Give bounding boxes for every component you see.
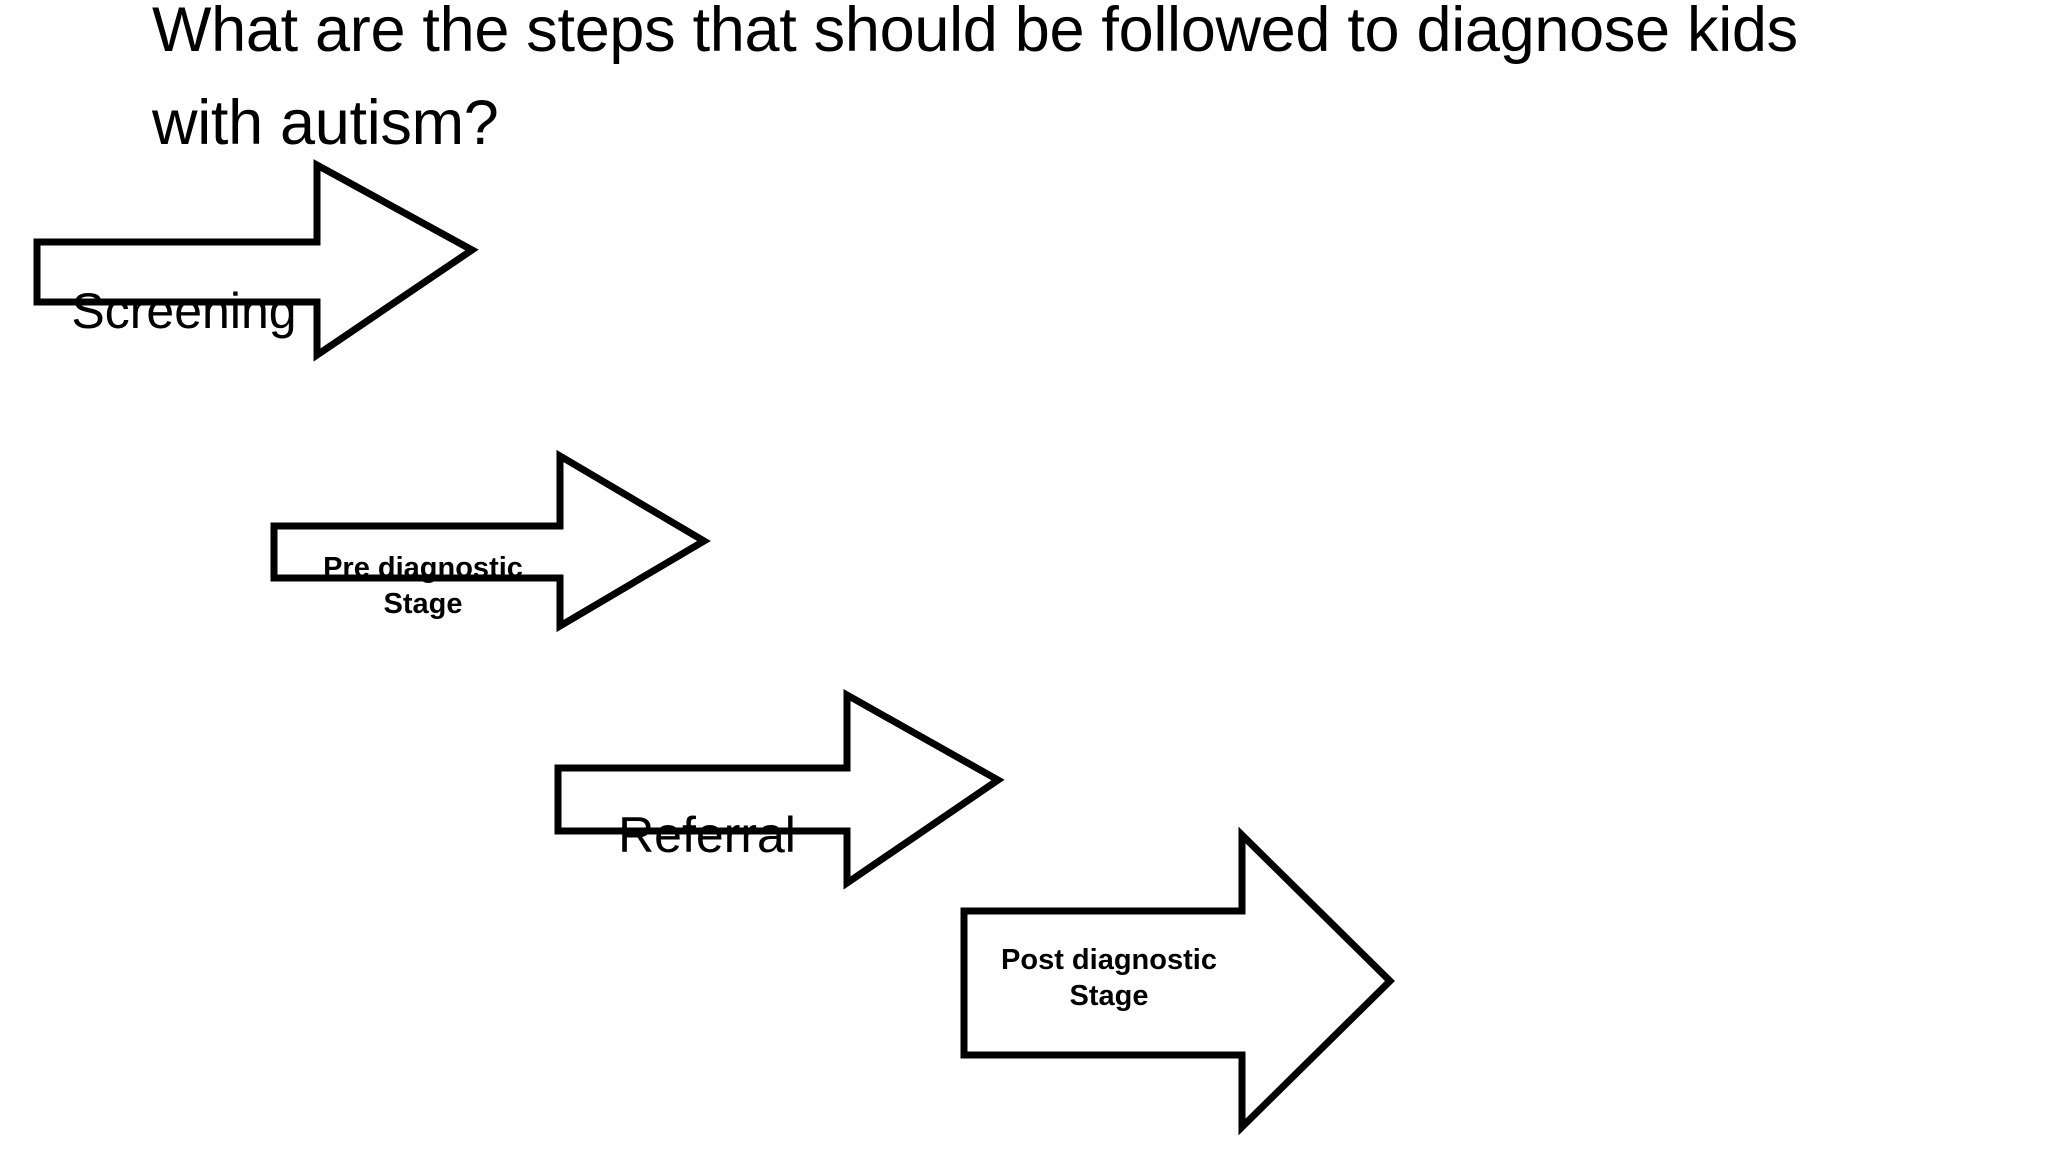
process-step-label-2: Pre diagnostic Stage: [323, 552, 523, 621]
right-arrow-icon-2: [270, 449, 711, 633]
process-step-label-1: Screening: [71, 283, 297, 339]
process-step-arrow-3[interactable]: [540, 689, 1010, 1013]
right-arrow-icon-3: [554, 689, 1005, 890]
process-step-arrow-1[interactable]: [20, 150, 480, 470]
process-step-label-3: Referral: [618, 807, 796, 863]
process-step-arrow-4[interactable]: [946, 819, 1416, 1149]
process-step-label-4: Post diagnostic Stage: [1001, 944, 1217, 1013]
page-title: What are the steps that should be follow…: [152, 0, 1798, 158]
process-step-arrow-2[interactable]: [256, 444, 716, 734]
right-arrow-icon-1: [33, 159, 479, 362]
right-arrow-icon-4: [960, 826, 1395, 1136]
